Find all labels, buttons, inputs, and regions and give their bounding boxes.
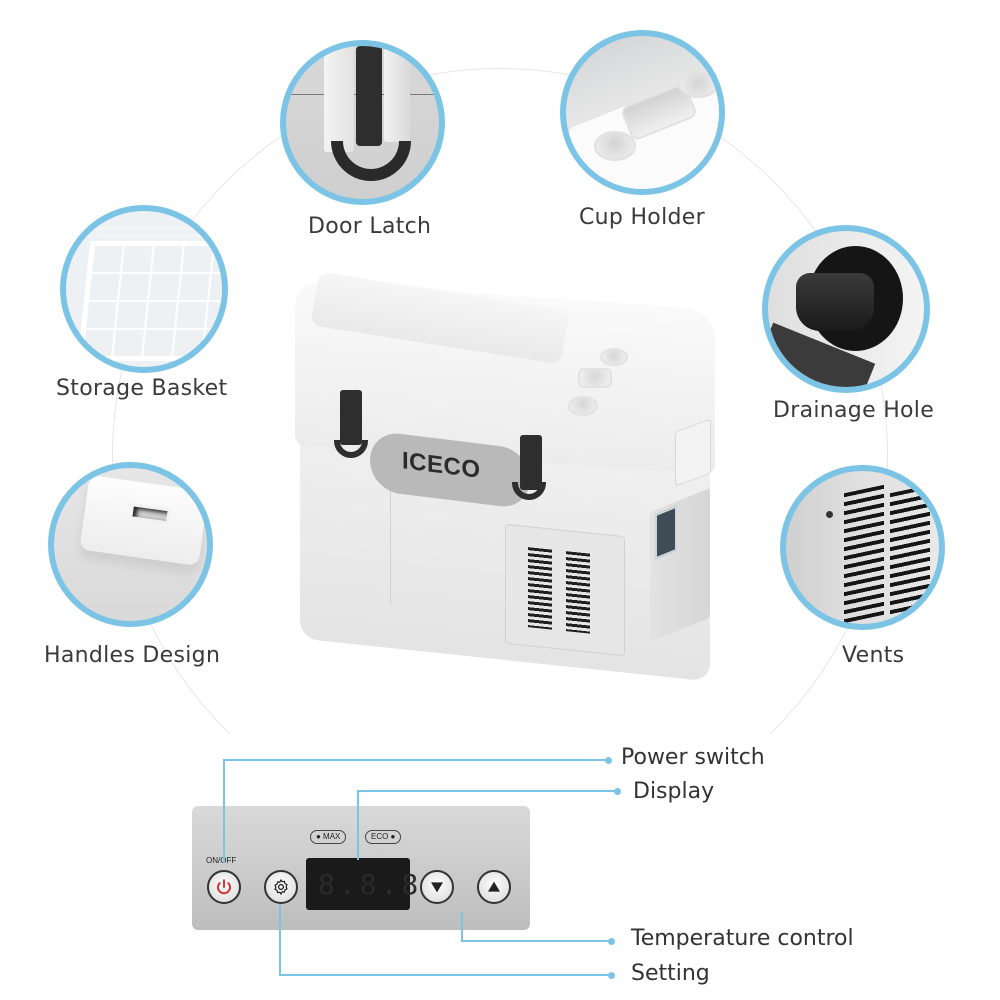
cup-holder-label: Cup Holder bbox=[579, 205, 705, 230]
temp-callout-line-v bbox=[461, 912, 463, 942]
setting-button[interactable] bbox=[264, 870, 298, 904]
power-callout-line-h bbox=[223, 759, 608, 761]
control-panel: ● MAX ECO ● ON/OFF 8.8.8 bbox=[192, 806, 530, 930]
basket-grid bbox=[77, 241, 222, 361]
power-button[interactable] bbox=[207, 870, 241, 904]
setting-callout: Setting bbox=[631, 961, 710, 986]
vents-image bbox=[780, 465, 945, 630]
vent-column bbox=[890, 484, 930, 624]
temperature-down-button[interactable] bbox=[420, 870, 454, 904]
handles-design-label: Handles Design bbox=[44, 643, 221, 668]
display-callout-line-h bbox=[357, 790, 617, 792]
side-panel bbox=[650, 487, 710, 643]
temperature-control-callout: Temperature control bbox=[631, 926, 854, 951]
temp-callout-line-h bbox=[461, 940, 611, 942]
display-callout: Display bbox=[633, 779, 715, 804]
cup-slot bbox=[568, 396, 598, 416]
drainage-hole-image bbox=[762, 225, 930, 393]
cup-slot bbox=[594, 131, 636, 161]
storage-basket-label: Storage Basket bbox=[56, 376, 228, 401]
on-off-label: ON/OFF bbox=[206, 856, 237, 865]
vents-label: Vents bbox=[842, 643, 905, 668]
side-control-display bbox=[655, 505, 677, 560]
basket-rim bbox=[96, 227, 222, 237]
screw-icon bbox=[826, 511, 833, 518]
cup-slot bbox=[678, 72, 718, 98]
setting-callout-dot bbox=[608, 972, 615, 979]
vent-column bbox=[844, 484, 884, 624]
eco-mode-indicator: ECO ● bbox=[365, 830, 402, 844]
storage-basket-image bbox=[60, 205, 228, 373]
latch-strap bbox=[356, 46, 382, 146]
drain-plug-icon bbox=[796, 273, 874, 331]
latch-hinge-right bbox=[384, 46, 410, 142]
display-callout-dot bbox=[614, 788, 621, 795]
latch-anchor-icon bbox=[331, 141, 411, 181]
vent-grill bbox=[566, 551, 590, 634]
door-latch-image bbox=[280, 40, 445, 205]
temperature-up-button[interactable] bbox=[477, 870, 511, 904]
handle-grip bbox=[79, 475, 207, 566]
vent-grill bbox=[528, 547, 552, 630]
triangle-down-icon bbox=[431, 882, 443, 893]
temperature-display: 8.8.8 bbox=[306, 858, 418, 910]
latch-hinge-left bbox=[324, 46, 354, 152]
compressor-vent-panel bbox=[505, 523, 625, 657]
handle-slot bbox=[129, 503, 171, 525]
latch-left bbox=[340, 390, 362, 445]
triangle-up-icon bbox=[488, 881, 500, 892]
gear-icon bbox=[274, 879, 288, 895]
handles-design-image bbox=[48, 462, 213, 627]
display-callout-line-v bbox=[357, 790, 359, 860]
cup-slot bbox=[600, 348, 628, 366]
power-callout-line-v bbox=[223, 759, 225, 863]
latch-anchor-icon bbox=[334, 440, 368, 458]
cooler-product-image: ICECO bbox=[290, 271, 720, 682]
door-latch-label: Door Latch bbox=[308, 214, 432, 239]
temp-callout-dot bbox=[608, 938, 615, 945]
base-seam bbox=[390, 455, 391, 605]
lid-cup-holders bbox=[568, 348, 685, 420]
drainage-hole-label: Drainage Hole bbox=[773, 398, 935, 423]
cup-holder-image bbox=[560, 30, 725, 195]
setting-callout-line-v bbox=[279, 905, 281, 976]
latch-right bbox=[520, 435, 542, 490]
display-digits: 8.8.8 bbox=[318, 868, 423, 901]
power-switch-callout: Power switch bbox=[621, 745, 765, 770]
latch-anchor-icon bbox=[512, 482, 546, 500]
max-mode-indicator: ● MAX bbox=[310, 830, 347, 844]
setting-callout-line-h bbox=[279, 974, 611, 976]
power-icon bbox=[217, 879, 231, 895]
power-callout-dot bbox=[605, 757, 612, 764]
storage-slot bbox=[578, 368, 612, 388]
